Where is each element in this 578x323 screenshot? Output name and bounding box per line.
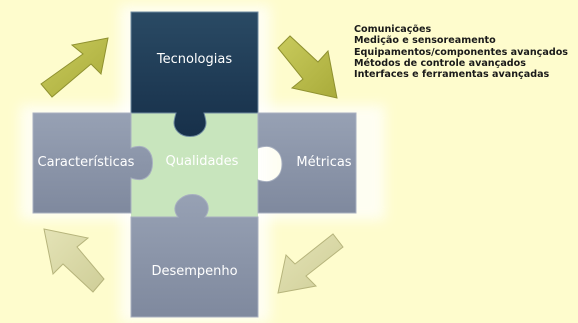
list-item: Interfaces e ferramentas avançadas bbox=[354, 69, 550, 81]
label-caracteristicas: Características bbox=[37, 155, 135, 170]
label-tecnologias: Tecnologias bbox=[156, 52, 233, 67]
right-piece bbox=[257, 112, 357, 214]
technology-list: Comunicações Medição e sensoreamento Equ… bbox=[354, 24, 568, 80]
label-desempenho: Desempenho bbox=[151, 264, 238, 279]
left-piece bbox=[32, 112, 153, 214]
label-metricas: Métricas bbox=[296, 155, 352, 170]
label-qualidades: Qualidades bbox=[165, 154, 239, 169]
arrow-top-right-icon bbox=[277, 35, 338, 99]
list-item: Medição e sensoreamento bbox=[354, 35, 496, 47]
top-piece bbox=[130, 11, 259, 137]
list-item: Equipamentos/componentes avançados bbox=[354, 46, 569, 58]
list-item: Métodos de controle avançados bbox=[354, 57, 526, 69]
bottom-piece bbox=[130, 194, 259, 318]
arrow-bottom-left-icon bbox=[43, 228, 105, 293]
list-item: Comunicações bbox=[354, 24, 432, 35]
arrow-bottom-right-icon bbox=[277, 233, 344, 294]
arrow-top-left-icon bbox=[40, 37, 109, 98]
